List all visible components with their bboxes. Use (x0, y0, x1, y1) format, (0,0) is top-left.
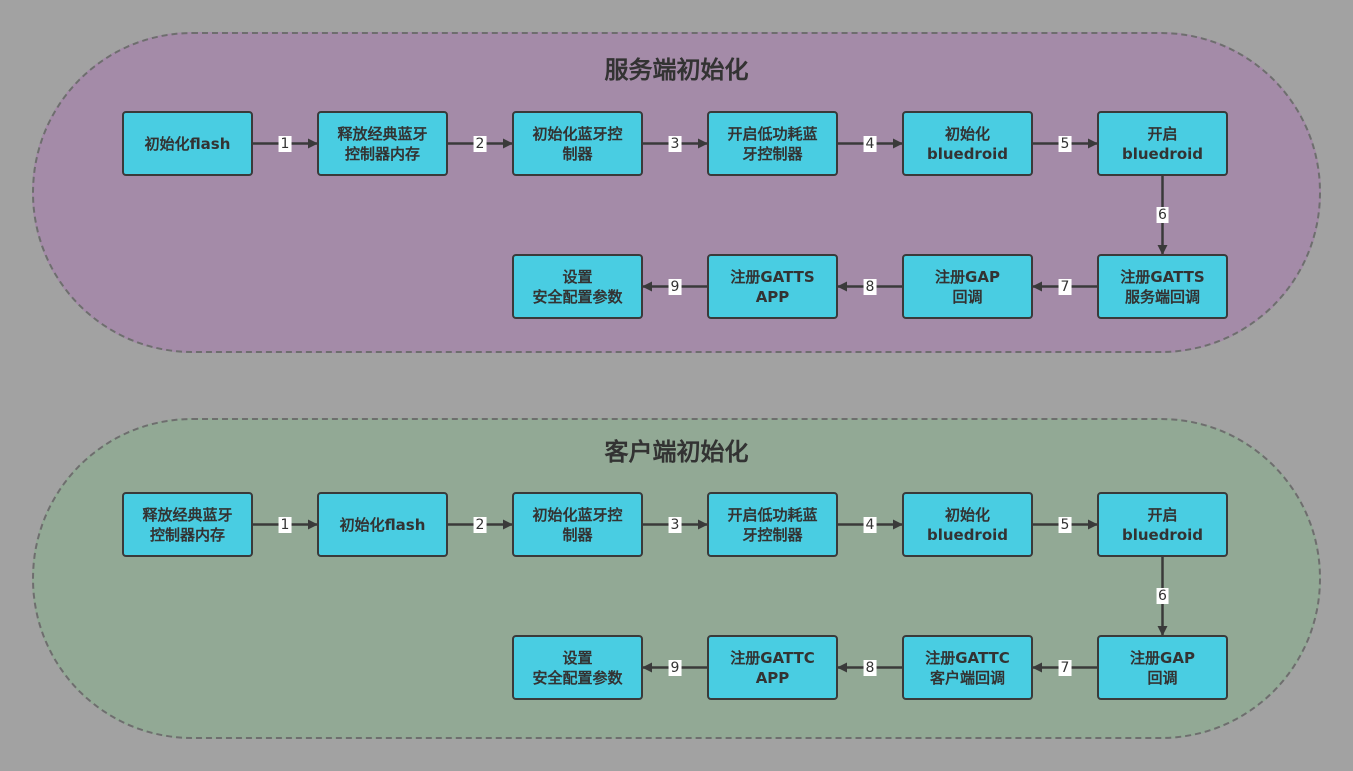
client-step-box: 注册GATTC APP (707, 635, 838, 700)
server-edge-label: 2 (473, 135, 487, 152)
server-edge-label: 9 (668, 278, 682, 295)
server-step-box: 开启低功耗蓝 牙控制器 (707, 111, 838, 176)
client-step-box: 开启 bluedroid (1097, 492, 1228, 557)
server-step-box: 初始化flash (122, 111, 253, 176)
server-init-panel: 服务端初始化 (32, 32, 1321, 353)
client-step-box: 初始化 bluedroid (902, 492, 1033, 557)
client-edge-label: 8 (863, 659, 877, 676)
server-edge-label: 3 (668, 135, 682, 152)
client-edge-label: 9 (668, 659, 682, 676)
client-step-box: 注册GATTC 客户端回调 (902, 635, 1033, 700)
server-title: 服务端初始化 (604, 56, 749, 84)
server-edge-label: 6 (1156, 207, 1169, 223)
server-step-box: 初始化 bluedroid (902, 111, 1033, 176)
server-step-box: 注册GATTS 服务端回调 (1097, 254, 1228, 319)
client-edge-label: 1 (278, 516, 292, 533)
server-edge-label: 8 (863, 278, 877, 295)
client-step-box: 开启低功耗蓝 牙控制器 (707, 492, 838, 557)
client-edge-label: 6 (1156, 588, 1169, 604)
client-edge-label: 7 (1058, 659, 1072, 676)
server-step-box: 初始化蓝牙控 制器 (512, 111, 643, 176)
client-step-box: 设置 安全配置参数 (512, 635, 643, 700)
client-edge-label: 4 (863, 516, 877, 533)
client-step-box: 注册GAP 回调 (1097, 635, 1228, 700)
server-edge-label: 4 (863, 135, 877, 152)
server-step-box: 注册GAP 回调 (902, 254, 1033, 319)
server-edge-label: 5 (1058, 135, 1072, 152)
client-edge-label: 2 (473, 516, 487, 533)
server-edge-label: 7 (1058, 278, 1072, 295)
server-step-box: 释放经典蓝牙 控制器内存 (317, 111, 448, 176)
server-step-box: 设置 安全配置参数 (512, 254, 643, 319)
server-step-box: 开启 bluedroid (1097, 111, 1228, 176)
client-step-box: 初始化flash (317, 492, 448, 557)
server-step-box: 注册GATTS APP (707, 254, 838, 319)
client-title: 客户端初始化 (604, 438, 749, 466)
client-step-box: 释放经典蓝牙 控制器内存 (122, 492, 253, 557)
client-edge-label: 3 (668, 516, 682, 533)
client-edge-label: 5 (1058, 516, 1072, 533)
server-edge-label: 1 (278, 135, 292, 152)
client-step-box: 初始化蓝牙控 制器 (512, 492, 643, 557)
